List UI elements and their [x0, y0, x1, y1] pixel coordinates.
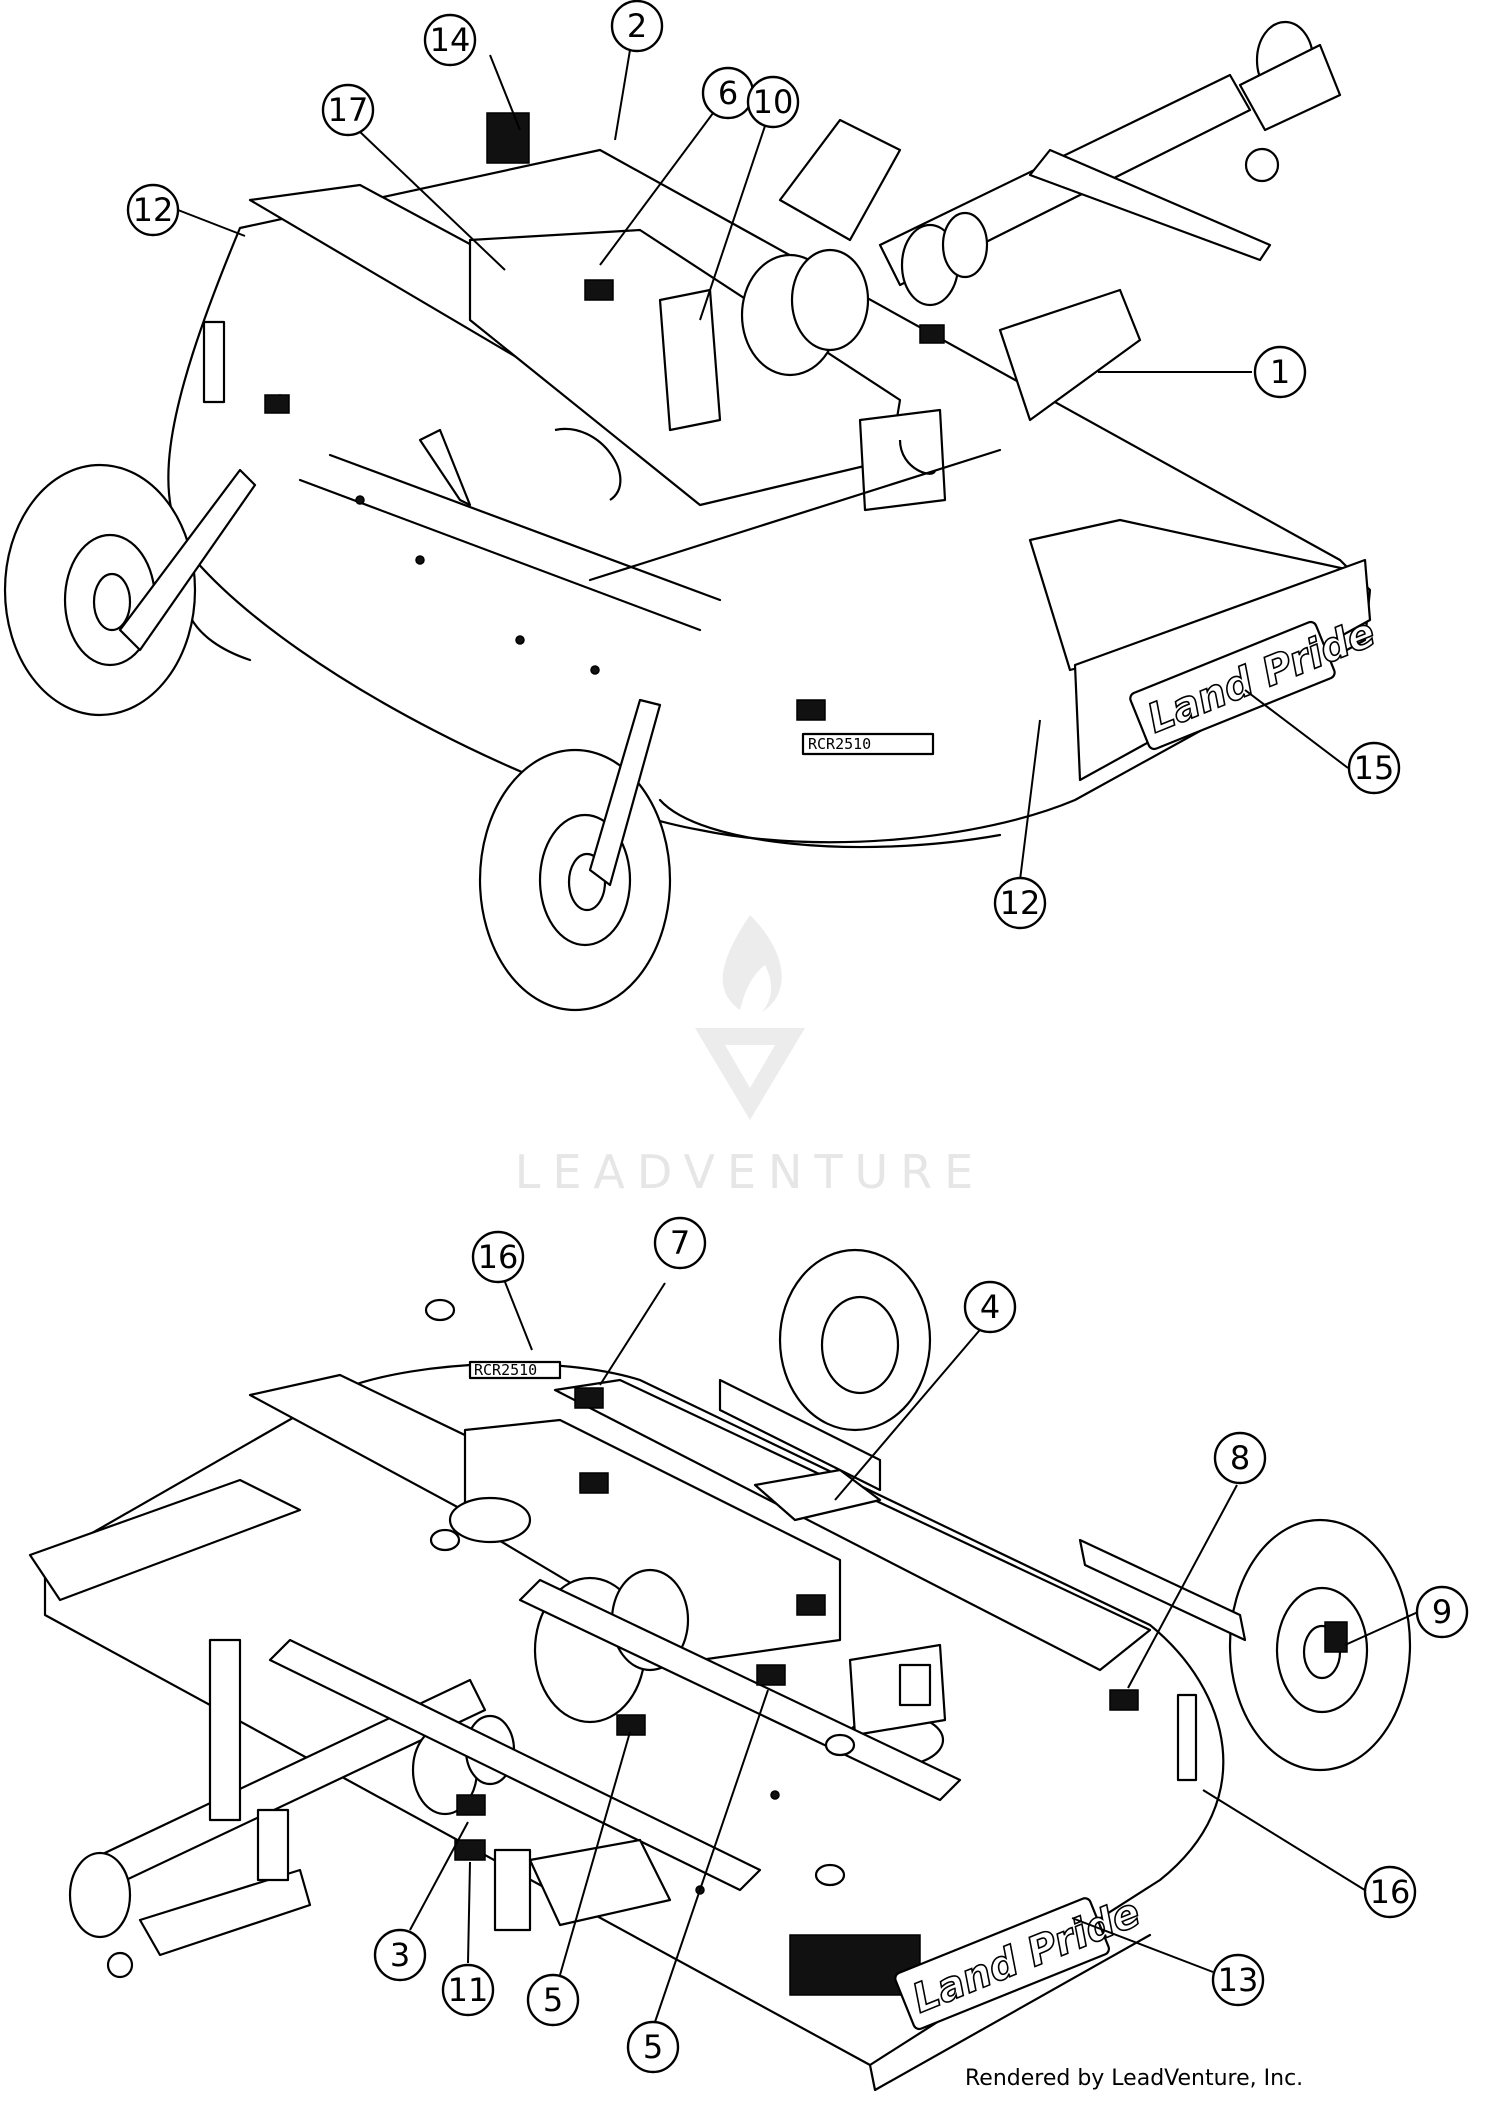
wheel-right-top	[478, 698, 672, 1012]
svg-text:3: 3	[390, 1936, 410, 1974]
render-credit: Rendered by LeadVenture, Inc.	[965, 2066, 1304, 2091]
svg-text:7: 7	[670, 1224, 690, 1262]
svg-text:15: 15	[1354, 749, 1395, 787]
svg-text:5: 5	[543, 1981, 563, 2019]
watermark-text: LEADVENTURE	[515, 1145, 986, 1199]
leader-lines	[177, 49, 1419, 2023]
callout-4: 4	[963, 1280, 1017, 1334]
callout-6: 6	[701, 66, 755, 120]
callout-9: 9	[1415, 1585, 1469, 1639]
callout-16-lower: 16	[1363, 1865, 1417, 1919]
svg-text:11: 11	[448, 1971, 489, 2009]
callout-17: 17	[321, 83, 375, 137]
callout-12-lower: 12	[993, 876, 1047, 930]
svg-text:4: 4	[980, 1288, 1000, 1326]
callout-10: 10	[746, 75, 800, 129]
wheel-left-top	[3, 463, 257, 717]
svg-text:13: 13	[1218, 1961, 1259, 1999]
svg-text:1: 1	[1270, 353, 1290, 391]
callout-11: 11	[441, 1963, 495, 2017]
svg-text:10: 10	[753, 83, 794, 121]
callout-7: 7	[653, 1216, 707, 1270]
svg-text:16: 16	[1370, 1873, 1411, 1911]
wheel-rear-bottom	[718, 1248, 932, 1492]
callouts-top: 14 2 6 10 17 12 1 15 12	[126, 0, 1401, 930]
svg-text:6: 6	[718, 74, 738, 112]
model-decal-top: RCR2510	[808, 735, 871, 753]
svg-text:5: 5	[643, 2028, 663, 2066]
model-decal-bottom-1: RCR2510	[474, 1361, 537, 1379]
callout-5-right: 5	[626, 2020, 680, 2074]
wheel-right-bottom	[1078, 1518, 1412, 1772]
callout-5-left: 5	[526, 1973, 580, 2027]
svg-text:8: 8	[1230, 1439, 1250, 1477]
svg-text:14: 14	[430, 21, 471, 59]
callout-3: 3	[373, 1928, 427, 1982]
svg-text:2: 2	[627, 7, 647, 45]
mower-bottom-view: RCR2510 Land Pride	[28, 1248, 1412, 2092]
watermark-logo: LEADVENTURE	[515, 915, 986, 1199]
callout-2: 2	[610, 0, 664, 53]
callout-15: 15	[1347, 741, 1401, 795]
mower-top-view: RCR2510 Land Pride	[3, 20, 1382, 1012]
callout-1: 1	[1253, 345, 1307, 399]
callout-8: 8	[1213, 1431, 1267, 1485]
callout-16-upper: 16	[471, 1230, 525, 1284]
svg-text:9: 9	[1432, 1593, 1452, 1631]
svg-text:16: 16	[478, 1238, 519, 1276]
callout-14: 14	[423, 13, 477, 67]
svg-text:12: 12	[133, 191, 174, 229]
callout-12-upper: 12	[126, 183, 180, 237]
callout-13: 13	[1211, 1953, 1265, 2007]
svg-text:12: 12	[1000, 884, 1041, 922]
svg-text:17: 17	[328, 91, 369, 129]
callouts-bottom: 16 7 4 8 9 16 13 3 11 5 5	[373, 1216, 1469, 2074]
